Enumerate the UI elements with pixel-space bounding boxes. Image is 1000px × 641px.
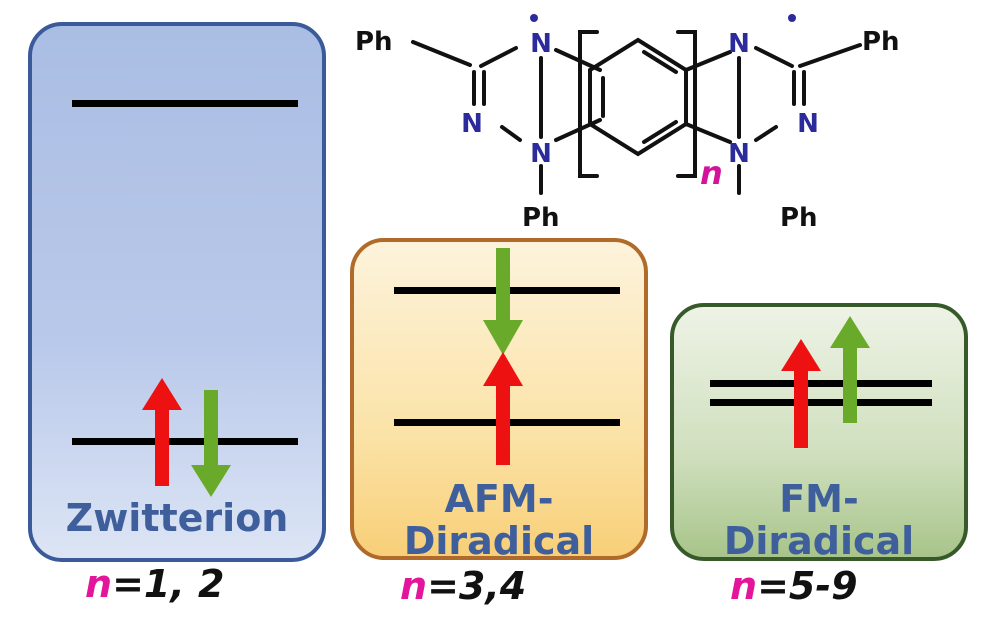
spin-down-arrow	[483, 248, 523, 355]
lower-energy-level	[72, 438, 298, 445]
spin-up-arrow	[483, 352, 523, 465]
n-label-afm: n=3,4	[400, 564, 527, 608]
radical-dot	[530, 14, 538, 22]
nitrogen-atom: N	[530, 29, 552, 59]
repeat-index: n	[700, 154, 723, 192]
fm-label-line1: FM-	[779, 477, 859, 521]
upper-energy-level	[72, 100, 298, 107]
nitrogen-atom: N	[797, 109, 819, 139]
panel-title: AFM- Diradical	[350, 478, 648, 562]
spin-down-arrow	[191, 390, 231, 497]
n-label-zwitterion: n=1, 2	[85, 562, 225, 606]
nitrogen-atom: N	[728, 139, 750, 169]
molecule-structure: N N N N N N Ph Ph Ph Ph n	[355, 14, 900, 233]
fm-label-line2: Diradical	[723, 519, 915, 563]
spin-up-arrow	[830, 316, 870, 423]
upper-energy-level	[710, 380, 932, 387]
panel-title: Zwitterion	[28, 497, 326, 539]
panel-title: FM- Diradical	[670, 478, 968, 562]
afm-label-line2: Diradical	[403, 519, 595, 563]
phenyl-label: Ph	[862, 27, 900, 57]
zwitterion-label: Zwitterion	[65, 496, 289, 540]
n-label-fm: n=5-9	[730, 564, 858, 608]
phenyl-label: Ph	[522, 203, 560, 233]
spin-up-arrow	[142, 378, 182, 486]
nitrogen-atom: N	[728, 29, 750, 59]
spin-up-arrow	[781, 339, 821, 448]
lower-energy-level	[710, 399, 932, 406]
zwitterion-panel: Zwitterion	[28, 22, 326, 562]
fm-diradical-panel: FM- Diradical	[670, 303, 968, 562]
nitrogen-atom: N	[530, 139, 552, 169]
nitrogen-atom: N	[461, 109, 483, 139]
phenyl-label: Ph	[780, 203, 818, 233]
radical-dot	[788, 14, 796, 22]
phenyl-label: Ph	[355, 27, 393, 57]
afm-label-line1: AFM-	[444, 477, 554, 521]
